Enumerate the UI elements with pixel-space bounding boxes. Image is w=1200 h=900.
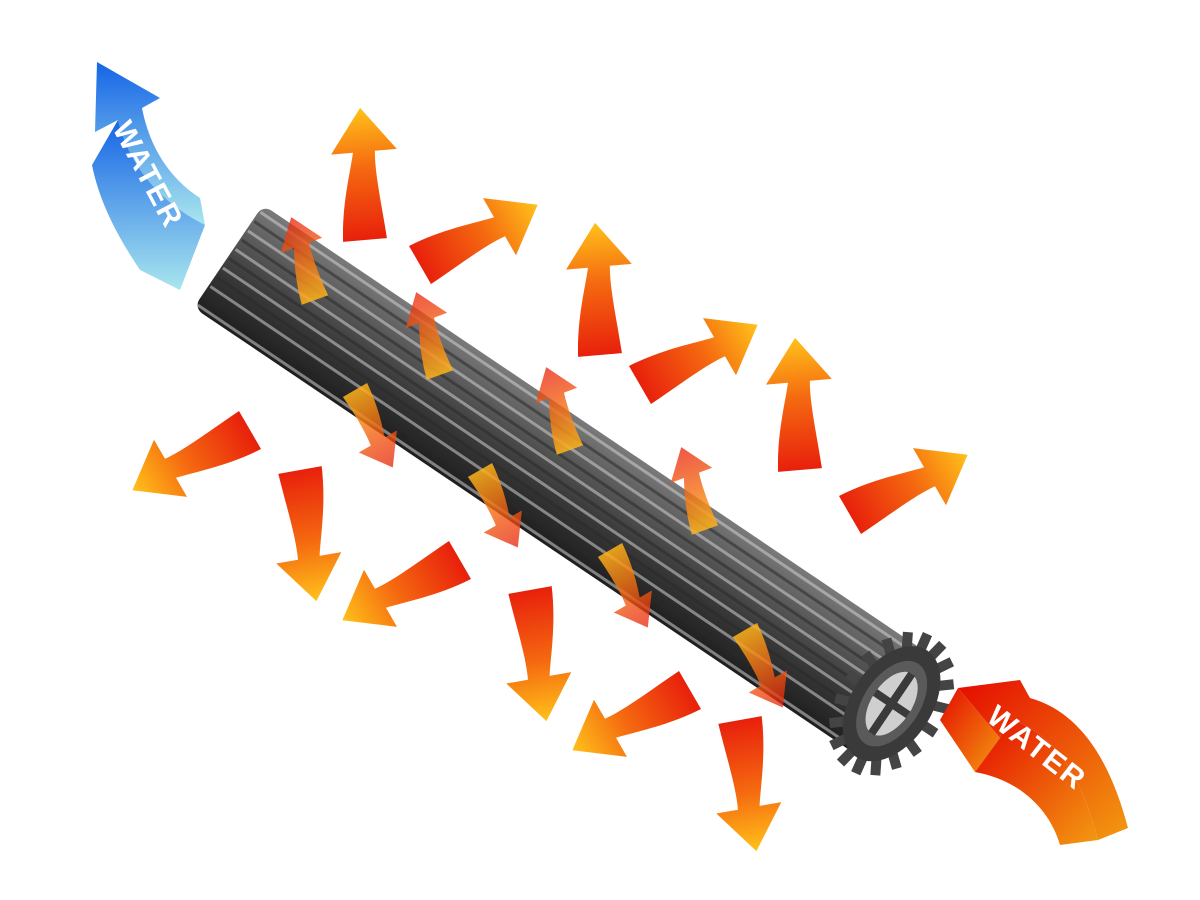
- tube-fin: [253, 220, 916, 668]
- end-fin-tooth: [901, 631, 913, 651]
- heat-arrow-icon: [327, 105, 405, 243]
- heat-arrow-icon: [115, 395, 264, 519]
- heat-arrow-icon: [261, 465, 349, 607]
- heat-arrow-icon: [762, 335, 840, 473]
- heat-arrow-icon: [325, 525, 474, 649]
- tube-fin: [209, 285, 872, 733]
- end-fin-tooth: [870, 756, 882, 776]
- heat-arrow-icon: [491, 585, 579, 727]
- heat-arrow-icon: [555, 655, 704, 779]
- heat-arrow-icon: [562, 220, 640, 358]
- tube-fin: [222, 266, 884, 715]
- finned-tube-icon: [197, 208, 955, 776]
- heat-arrow-icon: [626, 296, 775, 420]
- heat-arrow-icon: [701, 715, 789, 857]
- tube-fin: [228, 257, 890, 706]
- tube-fin: [240, 238, 903, 687]
- heat-arrow-icon: [406, 176, 555, 300]
- heat-arrow-icon: [836, 426, 985, 550]
- water-outlet-arrow-icon: WATER: [92, 62, 205, 290]
- tube-fin: [247, 229, 909, 678]
- tube-end-face: [829, 631, 955, 776]
- tube-fin: [234, 248, 897, 696]
- water-inlet-arrow-icon: WATER: [940, 680, 1128, 845]
- tube-fin: [215, 276, 878, 724]
